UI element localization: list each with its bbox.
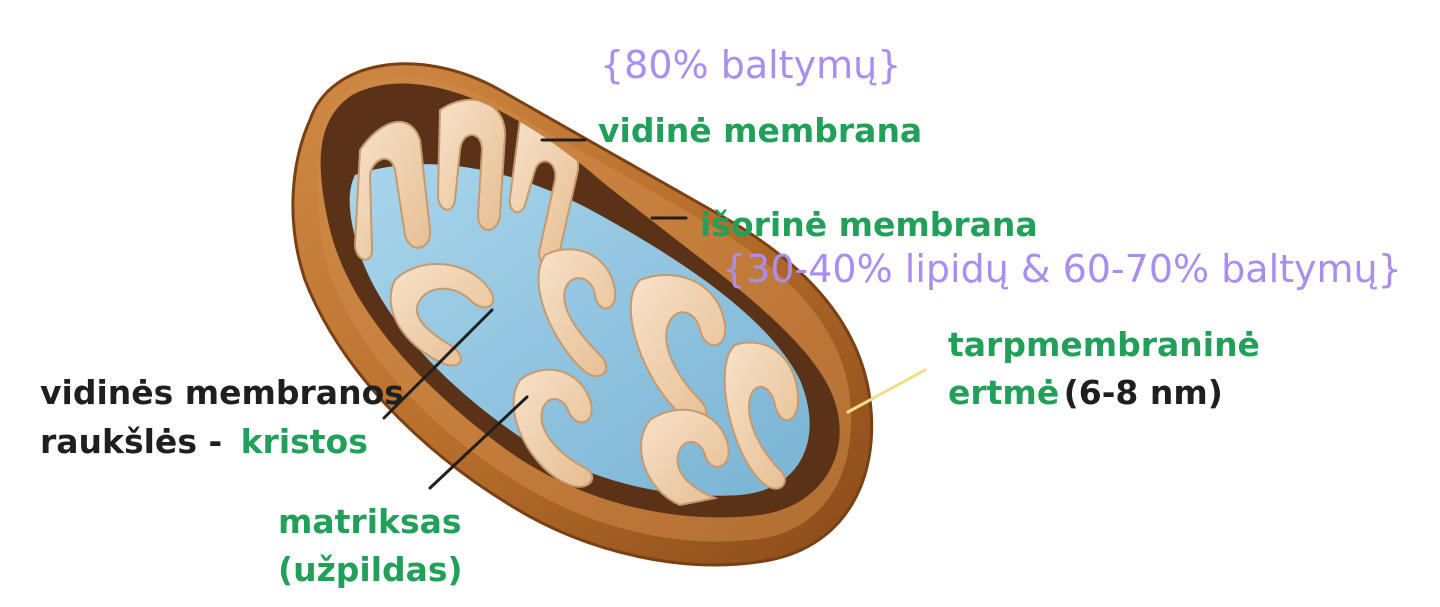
cristae-label-line2: raukšlės - kristos	[40, 425, 368, 458]
intermembrane-space-size: (6-8 nm)	[1063, 373, 1223, 412]
intermembrane-space-label-line2: ertmė (6-8 nm)	[948, 376, 1223, 409]
leader-lines	[382, 138, 927, 490]
intermembrane-space-pointer	[846, 368, 927, 414]
matrix-label-line1: matriksas	[278, 502, 462, 541]
inner-membrane-label: vidinė membrana	[598, 111, 923, 150]
inner-membrane-shape	[320, 83, 840, 518]
intermembrane-space-term: ertmė	[948, 373, 1060, 412]
cristae-term: kristos	[240, 422, 368, 461]
outer-membrane-composition-label: {30-40% lipidų & 60-70% baltymų}	[722, 247, 1402, 291]
cristae-pointer	[382, 308, 494, 420]
inner-membrane-composition-label: {80% baltymų}	[600, 43, 902, 87]
outer-membrane-label: išorinė membrana	[700, 205, 1038, 244]
cristae-label-line1: vidinės membranos	[40, 373, 404, 412]
matrix-pointer	[428, 395, 529, 490]
matrix-label-line2: (užpildas)	[278, 550, 463, 589]
intermembrane-space-label-line1: tarpmembraninė	[948, 325, 1260, 364]
cristae-folds-text: raukšlės -	[40, 422, 223, 461]
